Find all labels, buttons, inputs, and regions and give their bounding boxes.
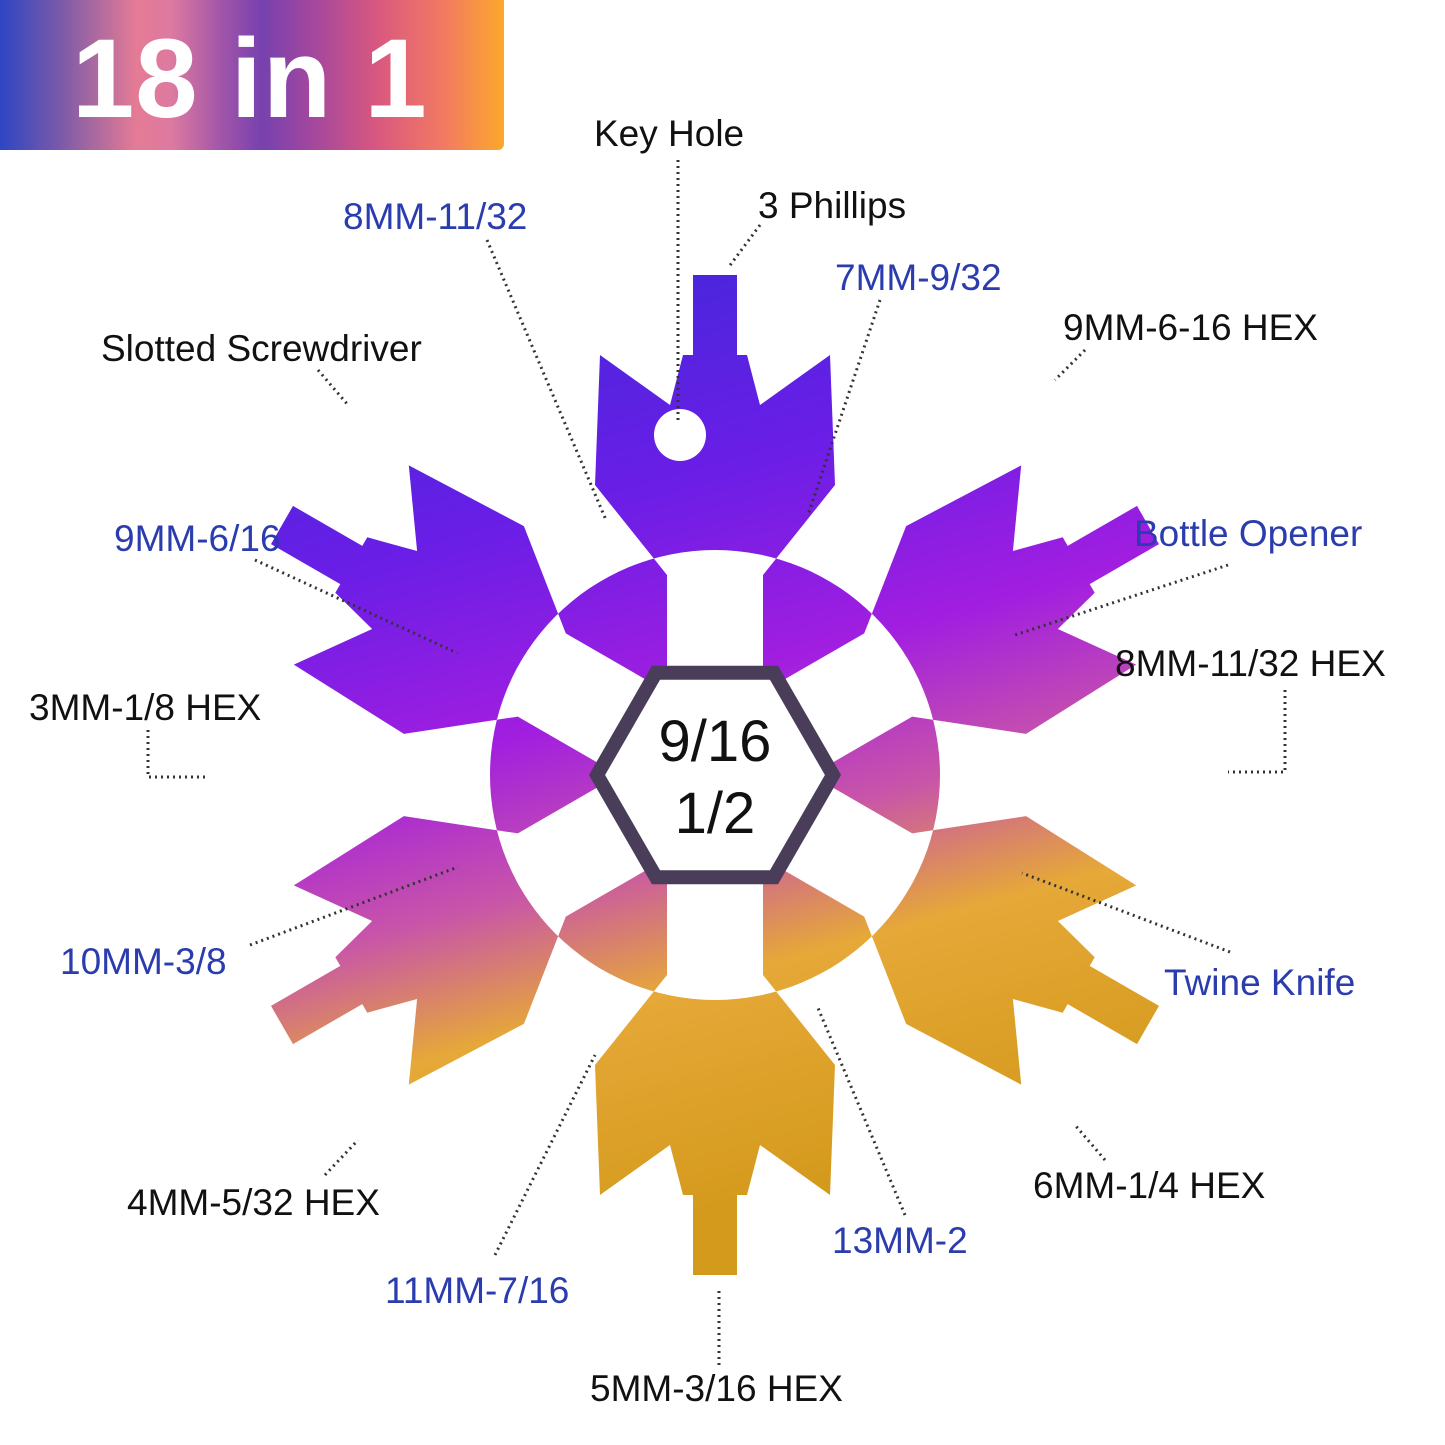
hex-hole <box>588 665 842 885</box>
leader-lines <box>146 160 1287 1365</box>
label-10mm-3-8: 10MM-3/8 <box>60 941 227 982</box>
label-8mm-11-32: 8MM-11/32 <box>343 196 528 237</box>
label-9mm-6-16-hex: 9MM-6-16 HEX <box>1063 307 1318 348</box>
label-6mm-1-4-hex: 6MM-1/4 HEX <box>1033 1165 1266 1206</box>
label-9mm-6-16: 9MM-6/16 <box>114 518 281 559</box>
label-twine-knife: Twine Knife <box>1164 962 1356 1003</box>
label-key-hole: Key Hole <box>594 113 745 154</box>
badge-title: 18 in 1 <box>72 16 428 141</box>
label-13mm-2: 13MM-2 <box>832 1220 968 1261</box>
label-bottle-opener: Bottle Opener <box>1134 513 1363 554</box>
label-slotted-screwdriver: Slotted Screwdriver <box>101 328 422 369</box>
snowflake-body <box>271 275 1159 1275</box>
label-8mm-11-32-hex: 8MM-11/32 HEX <box>1115 643 1386 684</box>
label-5mm-3-16-hex: 5MM-3/16 HEX <box>590 1368 843 1409</box>
label-7mm-9-32: 7MM-9/32 <box>835 257 1002 298</box>
key-hole <box>654 409 706 461</box>
center-size-1-2: 1/2 <box>674 781 756 846</box>
label-3mm-1-8-hex: 3MM-1/8 HEX <box>29 687 262 728</box>
label-11mm-7-16: 11MM-7/16 <box>385 1270 570 1311</box>
label-4mm-5-32-hex: 4MM-5/32 HEX <box>127 1182 380 1223</box>
center-size-9-16: 9/16 <box>658 709 772 774</box>
badge-18-in-1: 18 in 1 <box>0 0 504 150</box>
label-3-phillips: 3 Phillips <box>758 185 907 226</box>
